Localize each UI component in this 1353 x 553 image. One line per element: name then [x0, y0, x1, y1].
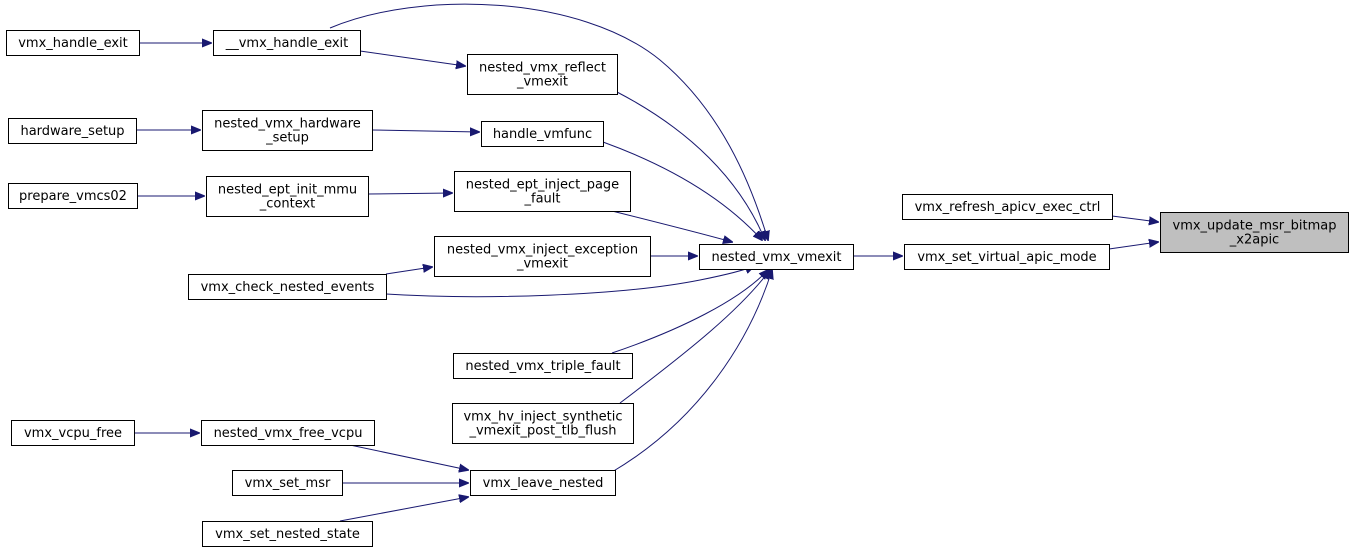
node-box	[434, 236, 651, 277]
edge-reflect-to-nested_vmexit	[616, 91, 765, 240]
node-label: _setup	[265, 131, 309, 146]
edge-nested_hw_setup-to-handle_vmfunc	[371, 130, 479, 132]
node-label: nested_vmx_vmexit	[712, 250, 842, 265]
node-label: nested_ept_inject_page	[466, 178, 619, 193]
node-hardware-setup[interactable]: hardware_setup	[8, 118, 137, 144]
node-box	[8, 183, 138, 209]
node-box	[202, 521, 373, 547]
node-label: _vmexit	[516, 257, 568, 272]
node-label: hardware_setup	[20, 124, 124, 139]
node-label: __vmx_handle_exit	[225, 36, 349, 51]
edge-check_nested_events-to-nested_vmexit	[385, 266, 754, 298]
edge-triple_fault-to-nested_vmexit	[611, 270, 768, 354]
node---vmx-handle-exit[interactable]: __vmx_handle_exit	[213, 30, 361, 56]
node-label: nested_vmx_hardware	[214, 117, 361, 132]
edge-handle_vmfunc-to-nested_vmexit	[602, 141, 762, 240]
node-box	[11, 420, 135, 446]
edge-ept_init_mmu-to-ept_inject_pf	[367, 193, 452, 194]
node-box	[1160, 212, 1349, 253]
node-set-virtual[interactable]: vmx_set_virtual_apic_mode	[904, 244, 1110, 270]
node-nested-vmexit[interactable]: nested_vmx_vmexit	[699, 244, 854, 270]
node-vmx-handle-exit[interactable]: vmx_handle_exit	[6, 30, 140, 56]
edges	[134, 3, 1158, 522]
node-label: prepare_vmcs02	[19, 189, 127, 204]
edge-check_nested_events-to-inject_exception	[385, 267, 432, 275]
node-box	[902, 194, 1113, 220]
edge-refresh-to-root	[1111, 215, 1158, 222]
node-box	[6, 30, 140, 56]
node-leave-nested[interactable]: vmx_leave_nested	[470, 470, 616, 496]
node-prepare-vmcs02[interactable]: prepare_vmcs02	[8, 183, 138, 209]
edge-nested_free_vcpu-to-leave_nested	[349, 444, 468, 470]
edge-leave_nested-to-nested_vmexit	[611, 270, 772, 473]
node-set-msr[interactable]: vmx_set_msr	[232, 470, 343, 496]
node-ept-init-mmu[interactable]: nested_ept_init_mmu_context	[206, 176, 369, 217]
node-nested-hw-setup[interactable]: nested_vmx_hardware_setup	[202, 110, 373, 151]
edge-__vmx_handle_exit-to-reflect	[359, 50, 465, 66]
node-box	[481, 121, 604, 147]
node-label: _fault	[524, 192, 561, 207]
node-label: _vmexit_post_tlb_flush	[468, 424, 616, 439]
node-label: handle_vmfunc	[493, 127, 592, 142]
node-refresh[interactable]: vmx_refresh_apicv_exec_ctrl	[902, 194, 1113, 220]
node-ept-inject-pf[interactable]: nested_ept_inject_page_fault	[454, 171, 631, 212]
node-check-nested-events[interactable]: vmx_check_nested_events	[188, 274, 387, 300]
node-vcpu-free[interactable]: vmx_vcpu_free	[11, 420, 135, 446]
edge-hv_inject-to-nested_vmexit	[619, 270, 770, 404]
node-label: _vmexit	[516, 75, 568, 90]
node-label: vmx_leave_nested	[483, 476, 604, 491]
node-box	[201, 420, 375, 446]
node-label: nested_vmx_triple_fault	[465, 359, 620, 374]
node-nested-free-vcpu[interactable]: nested_vmx_free_vcpu	[201, 420, 375, 446]
node-handle-vmfunc[interactable]: handle_vmfunc	[481, 121, 604, 147]
node-box	[470, 470, 616, 496]
edge-ept_inject_pf-to-nested_vmexit	[611, 210, 732, 242]
node-label: vmx_check_nested_events	[201, 280, 375, 295]
node-label: nested_vmx_free_vcpu	[214, 426, 363, 441]
node-box	[453, 353, 633, 379]
node-label: vmx_update_msr_bitmap	[1173, 219, 1337, 234]
node-box	[232, 470, 343, 496]
node-label: vmx_set_msr	[245, 476, 331, 491]
node-inject-exception[interactable]: nested_vmx_inject_exception_vmexit	[434, 236, 651, 277]
node-box	[452, 403, 634, 444]
node-box	[206, 176, 369, 217]
node-reflect[interactable]: nested_vmx_reflect_vmexit	[467, 54, 618, 95]
node-label: vmx_refresh_apicv_exec_ctrl	[915, 200, 1101, 215]
node-label: _x2apic	[1229, 233, 1279, 248]
node-box	[454, 171, 631, 212]
node-set-nested-state[interactable]: vmx_set_nested_state	[202, 521, 373, 547]
node-hv-inject[interactable]: vmx_hv_inject_synthetic_vmexit_post_tlb_…	[452, 403, 634, 444]
node-box	[467, 54, 618, 95]
edge-set_virtual-to-root	[1108, 242, 1158, 250]
node-label: nested_vmx_inject_exception	[447, 243, 638, 258]
node-label: vmx_set_virtual_apic_mode	[917, 250, 1096, 265]
node-triple-fault[interactable]: nested_vmx_triple_fault	[453, 353, 633, 379]
edge-__vmx_handle_exit-to-nested_vmexit	[329, 3, 768, 240]
node-label: _context	[259, 197, 316, 212]
node-box	[213, 30, 361, 56]
nodes: vmx_update_msr_bitmap_x2apic vmx_refresh_…	[6, 30, 1349, 547]
node-label: vmx_set_nested_state	[215, 527, 360, 542]
node-label: vmx_hv_inject_synthetic	[463, 410, 622, 425]
node-root[interactable]: vmx_update_msr_bitmap_x2apic	[1160, 212, 1349, 253]
node-box	[904, 244, 1110, 270]
node-label: nested_vmx_reflect	[479, 61, 606, 76]
node-box	[188, 274, 387, 300]
node-label: nested_ept_init_mmu	[218, 183, 357, 198]
node-label: vmx_vcpu_free	[24, 426, 122, 441]
edge-set_nested_state-to-leave_nested	[339, 497, 468, 522]
node-box	[202, 110, 373, 151]
node-label: vmx_handle_exit	[18, 36, 128, 51]
node-box	[699, 244, 854, 270]
node-box	[8, 118, 137, 144]
